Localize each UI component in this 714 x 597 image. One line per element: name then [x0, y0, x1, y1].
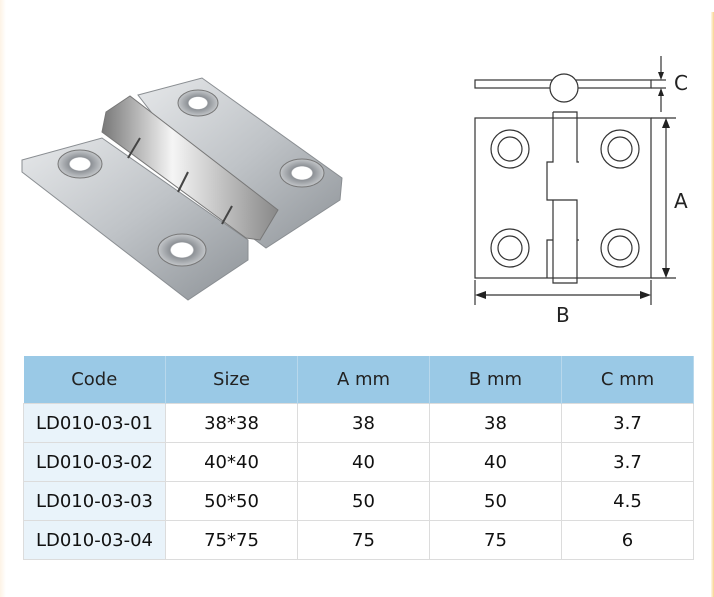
hinge-barrel [101, 95, 279, 241]
table-row: LD010-03-03 50*50 50 50 4.5 [23, 481, 694, 521]
table-row: LD010-03-04 75*75 75 75 6 [23, 520, 694, 560]
cell-a: 38 [297, 403, 430, 443]
cell-size: 50*50 [165, 481, 298, 521]
cell-b: 50 [429, 481, 562, 521]
right-edge-accent [711, 12, 714, 597]
cell-size: 40*40 [165, 442, 298, 482]
cell-code: LD010-03-02 [23, 442, 166, 482]
left-edge-shade [0, 0, 6, 597]
cell-c: 4.5 [561, 481, 694, 521]
table-header-row: Code Size A mm B mm C mm [23, 356, 694, 404]
cell-code: LD010-03-04 [23, 520, 166, 560]
header-b: B mm [429, 356, 562, 404]
cell-a: 50 [297, 481, 430, 521]
header-c: C mm [561, 356, 694, 404]
hinge-dimension-drawing: C A B [474, 56, 688, 327]
cell-a: 75 [297, 520, 430, 560]
header-code: Code [23, 356, 166, 404]
cell-size: 38*38 [165, 403, 298, 443]
cell-c: 3.7 [561, 403, 694, 443]
dim-label-a: A [674, 189, 688, 213]
table-row: LD010-03-02 40*40 40 40 3.7 [23, 442, 694, 482]
cell-code: LD010-03-01 [23, 403, 166, 443]
cell-c: 3.7 [561, 442, 694, 482]
hinge-photo [21, 77, 343, 301]
cell-b: 75 [429, 520, 562, 560]
header-a: A mm [297, 356, 430, 404]
table-row: LD010-03-01 38*38 38 38 3.7 [23, 403, 694, 443]
cell-b: 40 [429, 442, 562, 482]
cell-size: 75*75 [165, 520, 298, 560]
cell-a: 40 [297, 442, 430, 482]
cell-c: 6 [561, 520, 694, 560]
dim-label-c: C [674, 71, 688, 95]
spec-table: Code Size A mm B mm C mm LD010-03-01 38*… [23, 356, 694, 560]
cell-b: 38 [429, 403, 562, 443]
cell-code: LD010-03-03 [23, 481, 166, 521]
header-size: Size [165, 356, 298, 404]
dim-label-b: B [556, 303, 570, 327]
